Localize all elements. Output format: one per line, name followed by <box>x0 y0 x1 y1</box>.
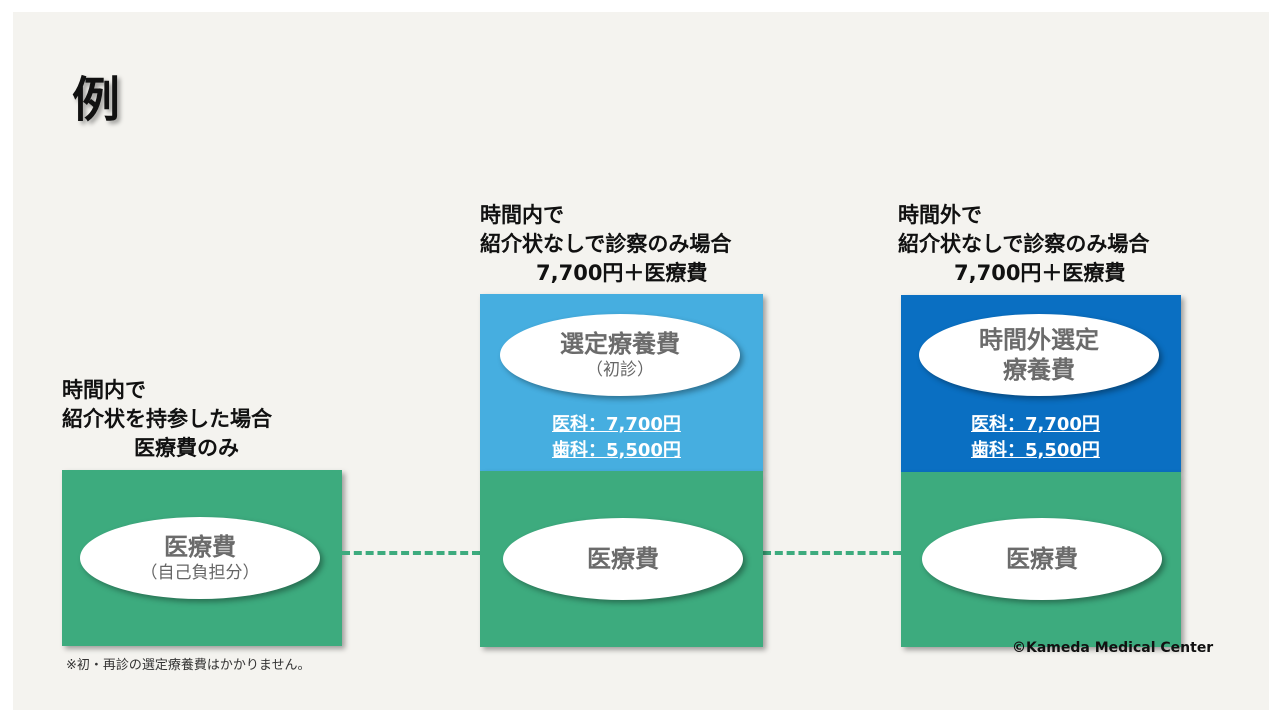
col2-top-ellipse-main: 選定療養費 <box>560 330 680 358</box>
col3-heading-line3: 7,700円＋医療費 <box>954 261 1126 285</box>
col2-heading-line3: 7,700円＋医療費 <box>536 261 708 285</box>
col1-ellipse-main: 医療費 <box>164 533 236 561</box>
col2-heading: 時間内で 紹介状なしで診察のみ場合 7,700円＋医療費 <box>480 201 731 288</box>
col2-fees: 医科：7,700円 歯科：5,500円 <box>552 412 681 464</box>
col3-medical-ellipse: 医療費 <box>922 518 1162 600</box>
col3-top-ellipse-line1: 時間外選定 <box>979 326 1099 354</box>
col2-bottom-ellipse: 医療費 <box>587 545 659 573</box>
col3-after-hours-fee-ellipse: 時間外選定 療養費 <box>919 314 1159 396</box>
col3-heading: 時間外で 紹介状なしで診察のみ場合 7,700円＋医療費 <box>898 201 1149 288</box>
col2-selective-fee-ellipse: 選定療養費 （初診） <box>500 314 740 396</box>
col3-top-ellipse-line2: 療養費 <box>1003 356 1075 384</box>
col1-medical-ellipse: 医療費 （自己負担分） <box>80 517 320 599</box>
col2-heading-line2: 紹介状なしで診察のみ場合 <box>480 232 732 256</box>
col2-fee-medical: 医科：7,700円 <box>552 414 681 435</box>
col1-heading-line1: 時間内で <box>62 378 146 402</box>
page-title: 例 <box>72 72 121 128</box>
col3-bottom-ellipse: 医療費 <box>1006 545 1078 573</box>
col3-heading-line1: 時間外で <box>898 203 982 227</box>
col1-heading-line3: 医療費のみ <box>134 436 239 460</box>
col1-heading: 時間内で 紹介状を持参した場合 医療費のみ <box>62 376 272 463</box>
col2-heading-line1: 時間内で <box>480 203 564 227</box>
connector-1-2 <box>342 551 480 555</box>
col2-top-ellipse-sub: （初診） <box>586 360 654 380</box>
col1-heading-line2: 紹介状を持参した場合 <box>62 407 272 431</box>
col2-fee-dental: 歯科：5,500円 <box>552 440 681 461</box>
copyright: ©Kameda Medical Center <box>1012 640 1214 656</box>
col2-medical-ellipse: 医療費 <box>503 518 743 600</box>
footnote: ※初・再診の選定療養費はかかりません。 <box>66 658 311 673</box>
col3-fee-dental: 歯科：5,500円 <box>971 440 1100 461</box>
col1-ellipse-sub: （自己負担分） <box>140 563 260 583</box>
connector-2-3 <box>763 551 901 555</box>
col3-heading-line2: 紹介状なしで診察のみ場合 <box>898 232 1150 256</box>
col3-fees: 医科：7,700円 歯科：5,500円 <box>971 412 1100 464</box>
col3-fee-medical: 医科：7,700円 <box>971 414 1100 435</box>
